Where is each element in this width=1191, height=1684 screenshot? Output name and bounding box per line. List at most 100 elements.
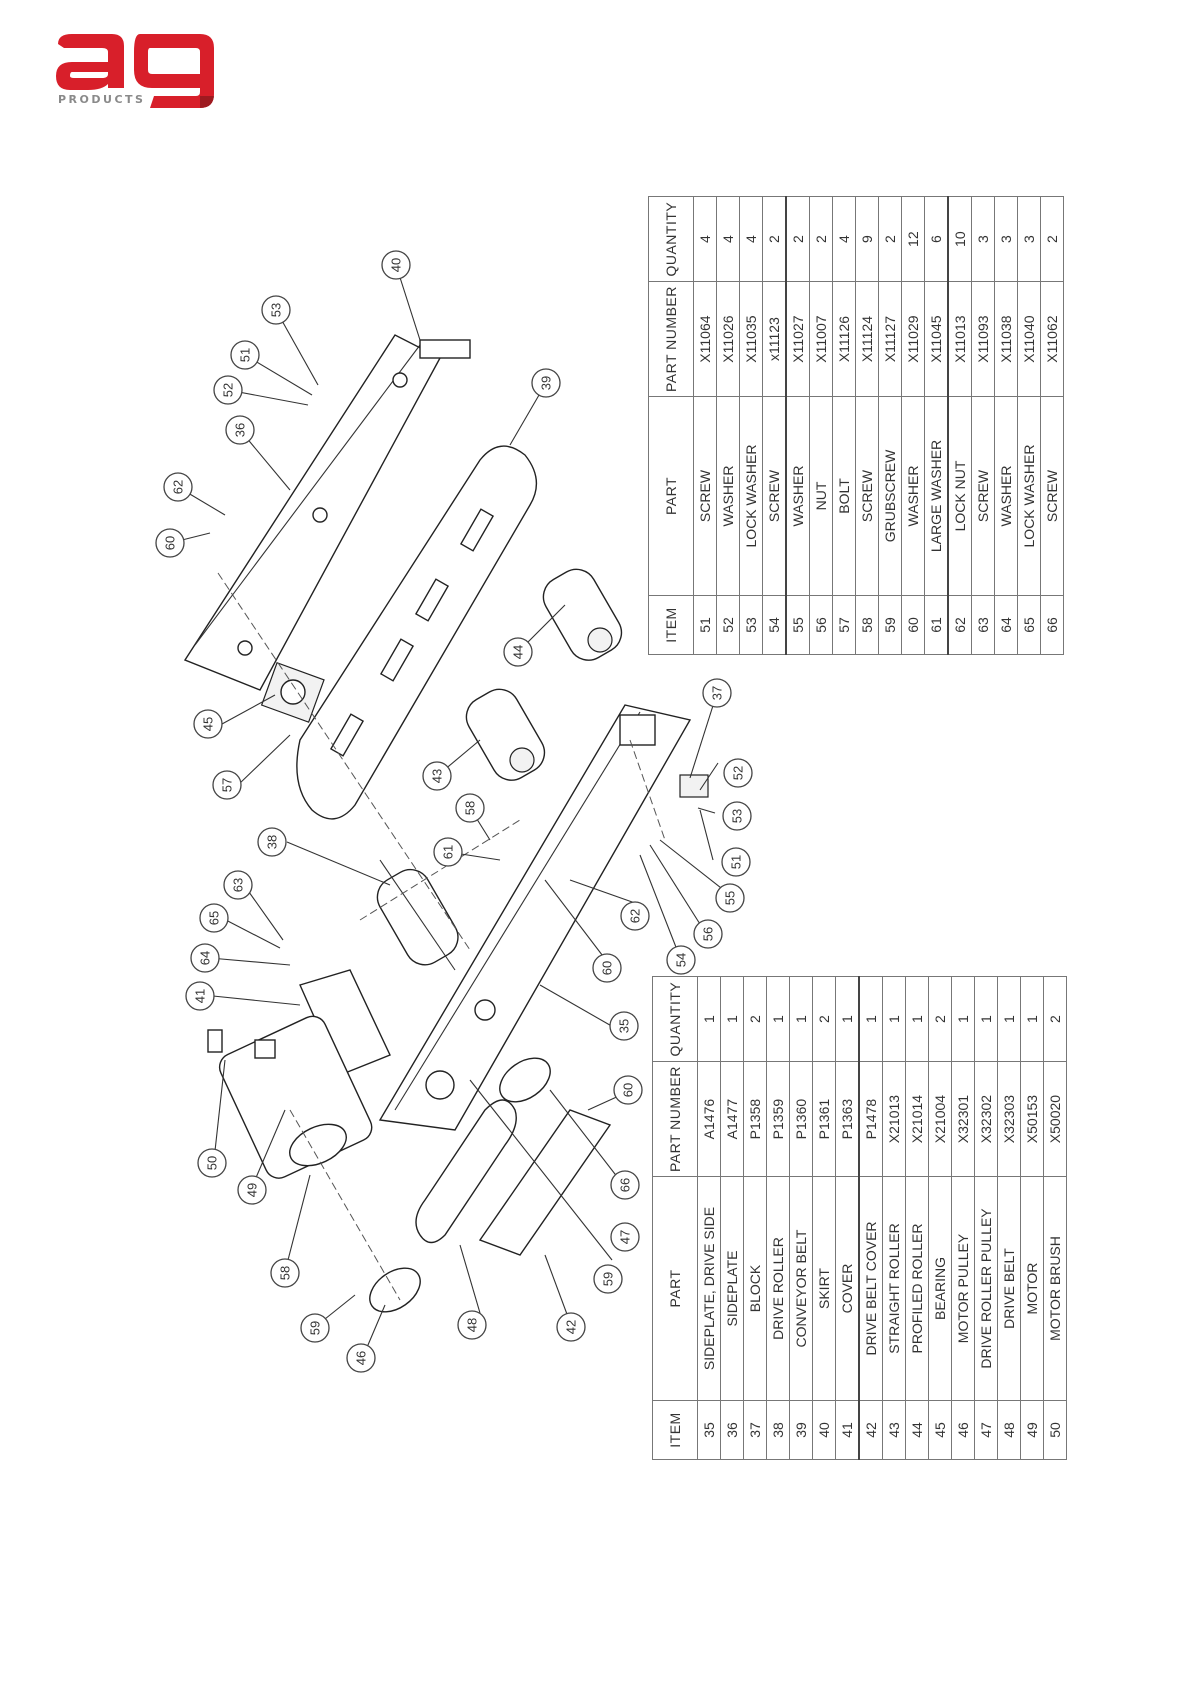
callout-62b: 62 (620, 901, 650, 931)
part-number-cell: X11064 (693, 281, 717, 397)
svg-text:47: 47 (618, 1230, 633, 1244)
svg-text:38: 38 (265, 835, 280, 849)
svg-text:41: 41 (193, 989, 208, 1003)
part-number-cell: X21004 (928, 1061, 952, 1177)
part-number-cell: X32302 (974, 1061, 998, 1177)
callout-64: 64 (190, 943, 220, 973)
part-cell: DRIVE ROLLER PULLEY (974, 1176, 998, 1401)
callout-59b: 59 (300, 1313, 330, 1343)
callout-40: 40 (381, 250, 411, 280)
svg-text:50: 50 (205, 1156, 220, 1170)
callout-51b: 51 (721, 847, 751, 877)
part-number-cell: X32301 (951, 1061, 975, 1177)
item-cell: 49 (1020, 1400, 1044, 1460)
part-number-cell: X11027 (786, 281, 810, 397)
part-number-cell: X11093 (971, 281, 995, 397)
svg-text:45: 45 (201, 717, 216, 731)
svg-text:55: 55 (723, 891, 738, 905)
logo-sub-text: PRODUCTS (58, 93, 145, 106)
svg-text:61: 61 (441, 845, 456, 859)
ag-products-logo: PRODUCTS (56, 34, 214, 108)
item-cell: 46 (951, 1400, 975, 1460)
svg-text:39: 39 (539, 376, 554, 390)
item-cell: 56 (809, 595, 833, 655)
quantity-cell: 2 (809, 196, 833, 282)
callout-52: 52 (213, 375, 243, 405)
part-number-cell: x11123 (762, 281, 786, 397)
part-number-cell: X11045 (924, 281, 948, 397)
part-cell: SCREW (855, 396, 879, 596)
item-cell: 35 (697, 1400, 721, 1460)
quantity-cell: 1 (697, 976, 721, 1062)
quantity-cell: 1 (997, 976, 1021, 1062)
part-cell: BLOCK (743, 1176, 767, 1401)
quantity-cell: 2 (812, 976, 836, 1062)
item-cell: 63 (971, 595, 995, 655)
item-cell: 55 (786, 595, 810, 655)
part-cell: WASHER (716, 396, 740, 596)
callout-52b: 52 (723, 758, 753, 788)
part-number-cell: X11007 (809, 281, 833, 397)
item-cell: 38 (766, 1400, 790, 1460)
svg-text:52: 52 (221, 383, 236, 397)
part-number-cell: A1477 (720, 1061, 744, 1177)
part-cell: DRIVE ROLLER (766, 1176, 790, 1401)
item-cell: 62 (948, 595, 972, 655)
part-cell: MOTOR (1020, 1176, 1044, 1401)
part-cell: DRIVE BELT COVER (859, 1176, 883, 1401)
part-cell: SKIRT (812, 1176, 836, 1401)
part-cell: NUT (809, 396, 833, 596)
svg-text:60: 60 (621, 1083, 636, 1097)
col-part: PART (648, 396, 694, 596)
item-cell: 47 (974, 1400, 998, 1460)
item-cell: 42 (859, 1400, 883, 1460)
part-cell: MOTOR PULLEY (951, 1176, 975, 1401)
quantity-cell: 1 (789, 976, 813, 1062)
roller-44-shape (542, 568, 623, 661)
drive-belt-48-shape (415, 1099, 517, 1244)
callout-53b: 53 (722, 801, 752, 831)
part-number-cell: P1358 (743, 1061, 767, 1177)
svg-text:60: 60 (163, 536, 178, 550)
callout-56: 56 (693, 919, 723, 949)
quantity-cell: 3 (1017, 196, 1041, 282)
svg-text:56: 56 (701, 927, 716, 941)
part-cell: MOTOR BRUSH (1043, 1176, 1067, 1401)
part-number-cell: X11127 (878, 281, 902, 397)
callout-60b: 60 (592, 953, 622, 983)
motor-49-shape (218, 1015, 373, 1179)
item-cell: 37 (743, 1400, 767, 1460)
part-cell: WASHER (901, 396, 925, 596)
svg-text:62: 62 (171, 480, 186, 494)
part-cell: PROFILED ROLLER (905, 1176, 929, 1401)
callout-58: 58 (455, 793, 485, 823)
item-cell: 52 (716, 595, 740, 655)
part-number-cell: X32303 (997, 1061, 1021, 1177)
item-cell: 40 (812, 1400, 836, 1460)
part-number-cell: X11013 (948, 281, 972, 397)
item-cell: 65 (1017, 595, 1041, 655)
svg-text:66: 66 (618, 1178, 633, 1192)
part-number-cell: P1478 (859, 1061, 883, 1177)
svg-text:36: 36 (233, 423, 248, 437)
part-cell: SCREW (971, 396, 995, 596)
part-cell: LOCK WASHER (739, 396, 763, 596)
item-cell: 45 (928, 1400, 952, 1460)
col-part-number: PART NUMBER (648, 281, 694, 397)
quantity-cell: 1 (905, 976, 929, 1062)
part-cell: LOCK NUT (948, 396, 972, 596)
callout-46: 46 (346, 1343, 376, 1373)
